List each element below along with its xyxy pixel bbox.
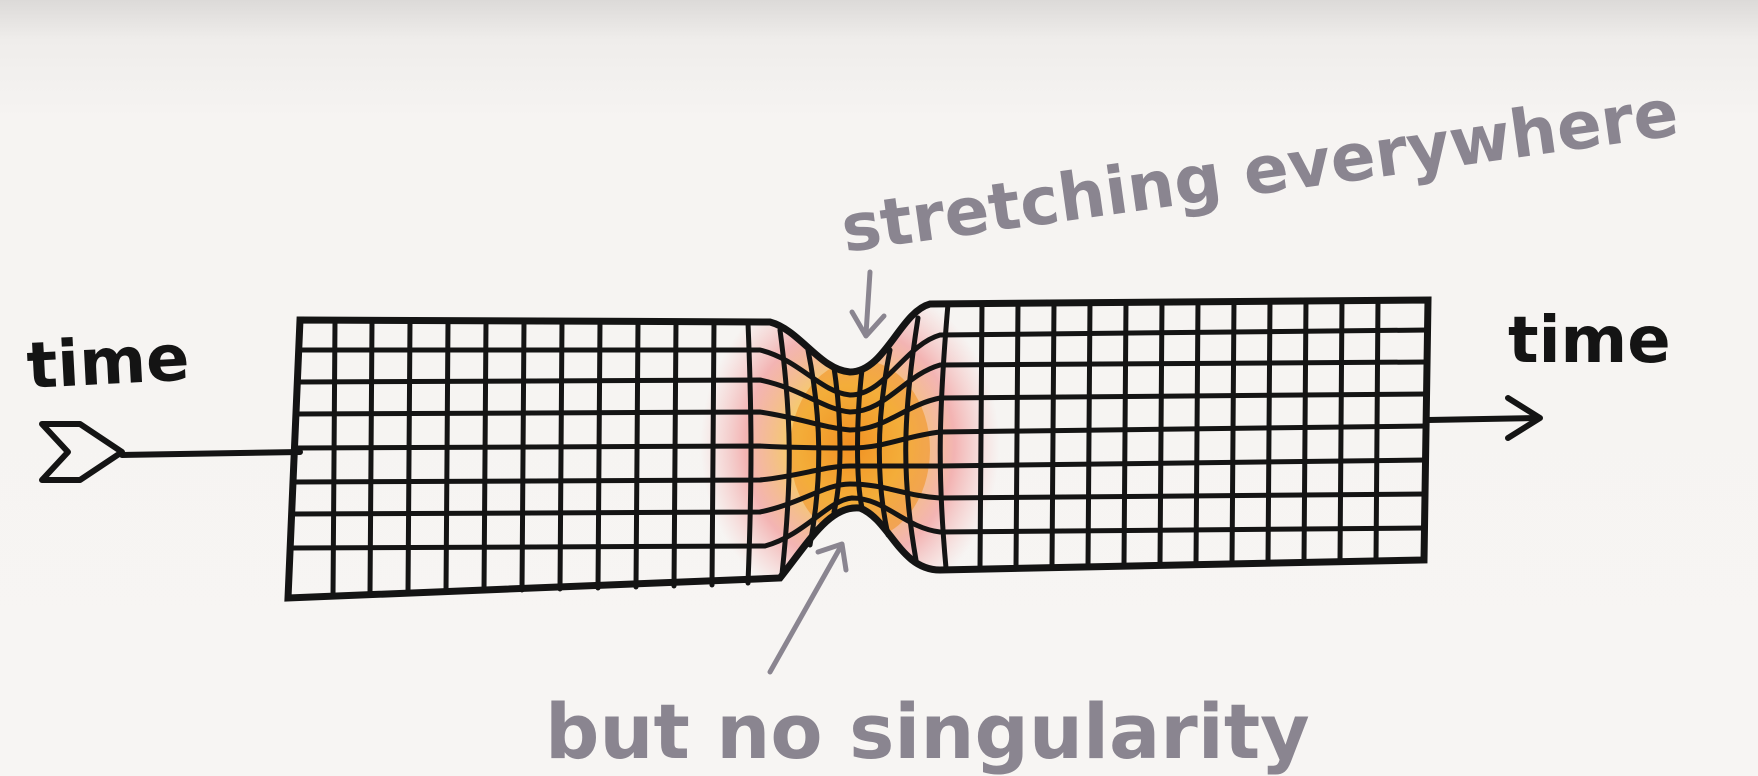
time-label-left: time [25,322,191,404]
stretch-pointer-arrow [849,269,887,339]
stretch-note: stretching everywhere [837,74,1683,268]
time-arrow-right [1425,395,1543,441]
time-axis-line-left [119,449,303,458]
singularity-note: but no singularity [545,687,1310,776]
singularity-pointer-arrow [767,541,849,675]
spacetime-grid [284,296,1432,602]
time-arrow-tail [39,421,125,483]
time-label-right: time [1508,304,1671,378]
grid-outline [284,296,1432,602]
